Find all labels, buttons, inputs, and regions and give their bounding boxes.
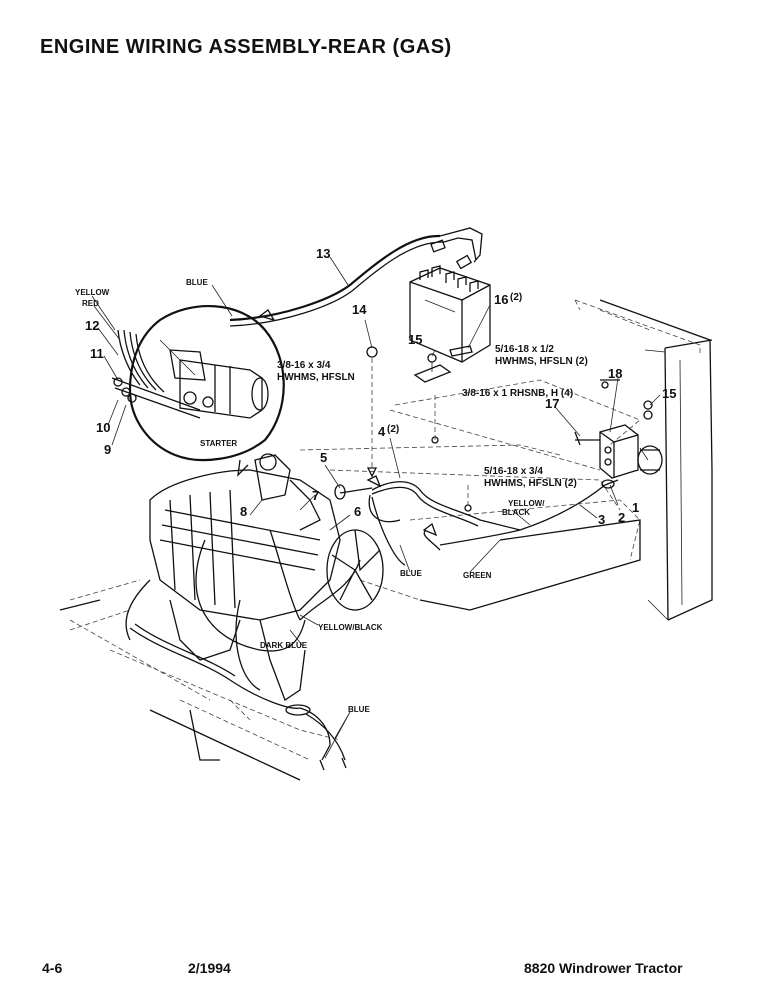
hardware-note-1a: 3/8-16 x 3/4 bbox=[277, 360, 331, 371]
hardware-notes: 3/8-16 x 3/4 HWHMS, HFSLN 5/16-18 x 1/2 … bbox=[277, 344, 588, 489]
wire-label-yellow-black-2: YELLOW/BLACK bbox=[318, 623, 383, 632]
hardware-note-1b: HWHMS, HFSLN bbox=[277, 372, 355, 383]
battery bbox=[409, 265, 491, 363]
hardware-note-2b: HWHMS, HFSLN (2) bbox=[495, 356, 588, 367]
hardware-note-3: 3/8-16 x 1 RHSNB, H (4) bbox=[462, 388, 573, 399]
hardware-note-2a: 5/16-18 x 1/2 bbox=[495, 344, 554, 355]
starter-detail-inset bbox=[111, 305, 285, 477]
callout-10: 10 bbox=[96, 420, 110, 435]
engine-harness bbox=[129, 529, 361, 771]
callout-15a: 15 bbox=[408, 332, 422, 347]
callout-6: 6 bbox=[354, 504, 361, 519]
callout-1: 1 bbox=[632, 500, 639, 515]
callout-13: 13 bbox=[316, 246, 330, 261]
wire-label-blue-top: BLUE bbox=[186, 278, 208, 287]
wire-label-green: GREEN bbox=[463, 571, 492, 580]
hardware-note-4a: 5/16-18 x 3/4 bbox=[484, 466, 543, 477]
wire-label-starter: STARTER bbox=[200, 439, 237, 448]
callout-16-qty: (2) bbox=[510, 292, 522, 303]
hardware bbox=[366, 345, 653, 512]
wire-label-red: RED bbox=[82, 299, 99, 308]
callout-12: 12 bbox=[85, 318, 99, 333]
callout-17: 17 bbox=[545, 396, 559, 411]
voltage-regulator bbox=[574, 424, 663, 479]
callout-15b: 15 bbox=[662, 386, 676, 401]
side-panel bbox=[574, 299, 713, 621]
callout-11: 11 bbox=[90, 346, 104, 361]
leader-lines bbox=[91, 256, 661, 759]
callout-8: 8 bbox=[240, 504, 247, 519]
callout-4-qty: (2) bbox=[387, 424, 399, 435]
callout-18: 18 bbox=[608, 366, 622, 381]
callout-5: 5 bbox=[320, 450, 327, 465]
engine-block bbox=[125, 453, 384, 701]
footer-model: 8820 Windrower Tractor bbox=[524, 960, 683, 976]
callout-2: 2 bbox=[618, 510, 625, 525]
regulator-harness bbox=[334, 475, 619, 566]
chassis-frame bbox=[59, 379, 641, 781]
wire-label-blue-mid: BLUE bbox=[400, 569, 422, 578]
footer-date: 2/1994 bbox=[188, 960, 231, 976]
callout-4: 4 bbox=[378, 424, 386, 439]
footer-page-number: 4-6 bbox=[42, 960, 63, 976]
callout-7: 7 bbox=[312, 488, 319, 503]
wire-label-dark-blue: DARK BLUE bbox=[260, 641, 308, 650]
wire-label-blue-bottom: BLUE bbox=[348, 705, 370, 714]
callout-numbers: 1 2 3 4 (2) 5 6 7 8 9 10 11 12 13 14 15 … bbox=[85, 246, 676, 527]
battery-cable bbox=[229, 227, 483, 327]
wire-label-yellow-black-a: YELLOW/ bbox=[508, 499, 545, 508]
callout-3: 3 bbox=[598, 512, 605, 527]
callout-16: 16 bbox=[494, 292, 508, 307]
callout-9: 9 bbox=[104, 442, 111, 457]
wire-label-yellow-black-b: BLACK bbox=[502, 508, 530, 517]
hardware-note-4b: HWHMS, HFSLN (2) bbox=[484, 478, 577, 489]
callout-14: 14 bbox=[352, 302, 367, 317]
page-title: ENGINE WIRING ASSEMBLY-REAR (GAS) bbox=[40, 36, 452, 58]
wire-label-yellow: YELLOW bbox=[75, 288, 110, 297]
wire-labels: BLUE YELLOW RED STARTER YELLOW/ BLACK BL… bbox=[75, 278, 545, 714]
